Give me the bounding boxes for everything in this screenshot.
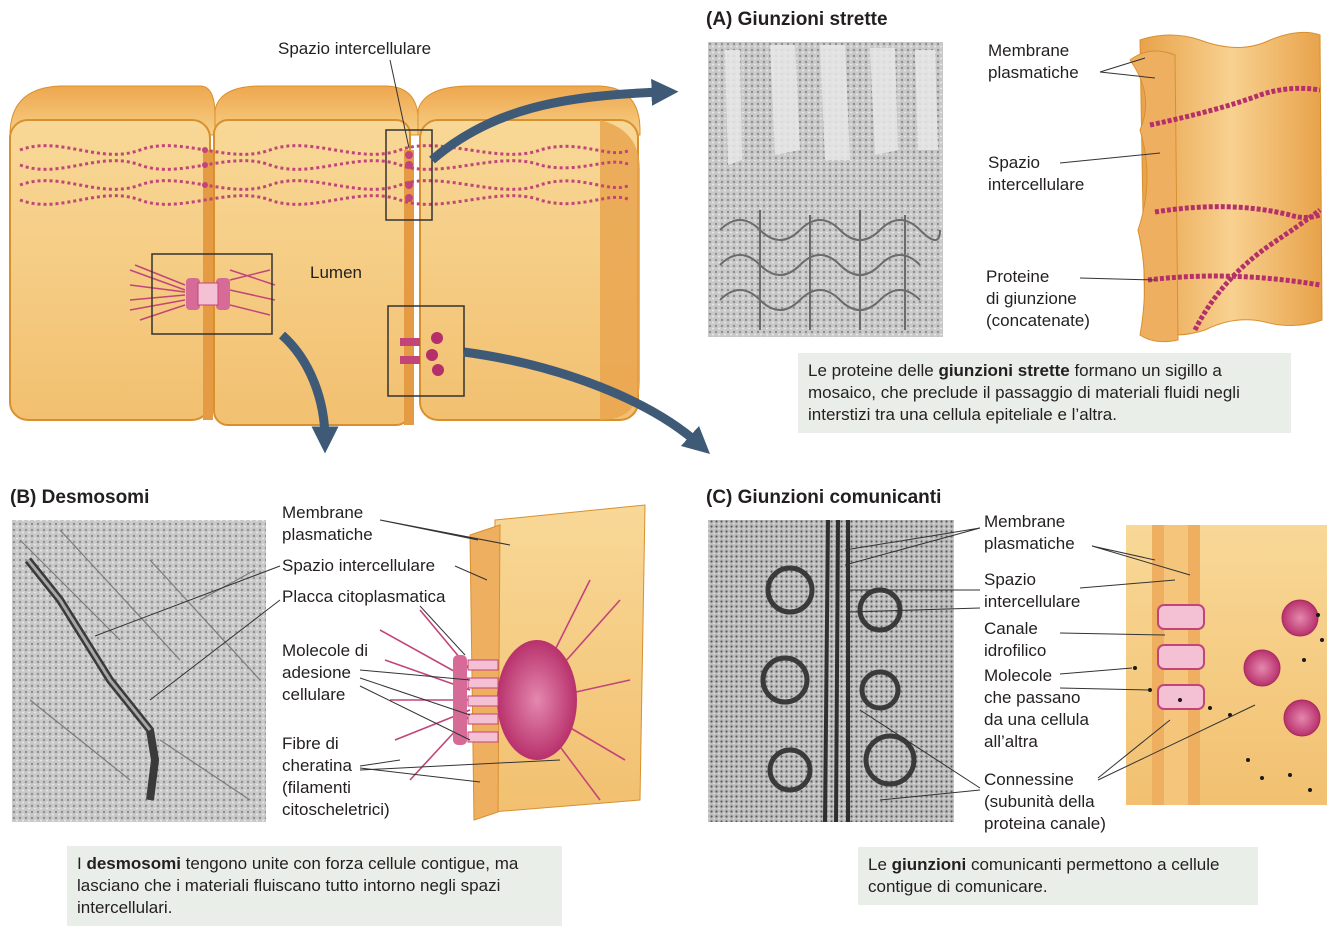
- panel-c-connessine-label: Connessine (subunità della proteina cana…: [984, 769, 1106, 835]
- panel-b-membrane-label: Membrane plasmatiche: [282, 502, 373, 546]
- panel-a-title: (A) Giunzioni strette: [706, 9, 888, 31]
- panel-c-illustration: [1126, 525, 1327, 805]
- panel-c-micrograph: [708, 520, 954, 822]
- panel-c-spazio-label: Spazio intercellulare: [984, 569, 1080, 613]
- panel-b-molecole-label: Molecole di adesione cellulare: [282, 640, 368, 706]
- panel-b-caption: I desmosomi tengono unite con forza cell…: [67, 846, 562, 926]
- lumen-label: Lumen: [310, 262, 362, 284]
- panel-c-title: (C) Giunzioni comunicanti: [706, 487, 941, 509]
- panel-a-micrograph: [708, 42, 943, 337]
- panel-c-caption: Le giunzioni comunicanti permettono a ce…: [858, 847, 1258, 905]
- panel-b-title: (B) Desmosomi: [10, 487, 149, 509]
- panel-a-spazio-label: Spazio intercellulare: [988, 152, 1084, 196]
- overview-spazio-label: Spazio intercellulare: [278, 38, 431, 60]
- panel-b-placca-label: Placca citoplasmatica: [282, 586, 445, 608]
- panel-a-membrane-label: Membrane plasmatiche: [988, 40, 1079, 84]
- panel-a-caption: Le proteine delle giunzioni strette form…: [798, 353, 1291, 433]
- panel-b-illustration: [380, 505, 645, 820]
- panel-b-fibre-label: Fibre di cheratina (filamenti citoschele…: [282, 733, 390, 821]
- panel-b-spazio-label: Spazio intercellulare: [282, 555, 435, 577]
- panel-c-membrane-label: Membrane plasmatiche: [984, 511, 1075, 555]
- panel-c-canale-label: Canale idrofilico: [984, 618, 1046, 662]
- panel-c-molecole-label: Molecole che passano da una cellula all’…: [984, 665, 1089, 753]
- panel-a-proteine-label: Proteine di giunzione (concatenate): [986, 266, 1090, 332]
- panel-b-micrograph: [12, 520, 266, 822]
- panel-a-illustration: [1130, 32, 1322, 341]
